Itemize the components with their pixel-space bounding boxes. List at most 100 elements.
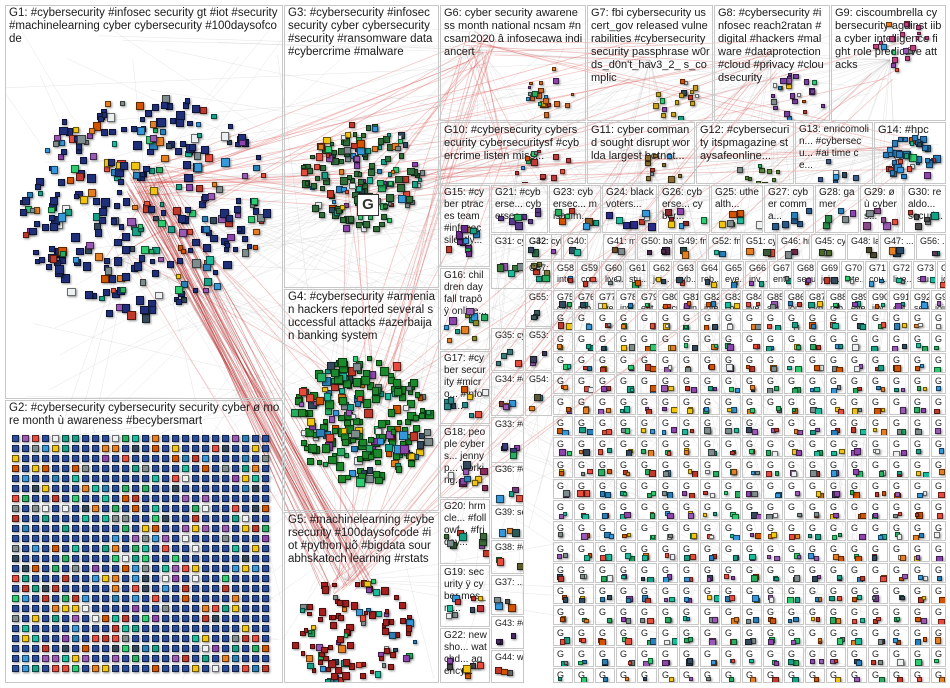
vertex-node[interactable] [514, 214, 522, 222]
group-box-small[interactable]: G [931, 521, 946, 541]
vertex-node[interactable] [92, 515, 99, 522]
vertex-node[interactable] [897, 429, 903, 435]
vertex-node[interactable] [221, 158, 230, 167]
vertex-node[interactable] [412, 181, 419, 188]
vertex-node[interactable] [192, 515, 199, 522]
vertex-node[interactable] [831, 388, 837, 394]
vertex-node[interactable] [102, 495, 109, 502]
vertex-node[interactable] [92, 655, 99, 662]
vertex-node[interactable] [750, 408, 755, 413]
vertex-node[interactable] [82, 595, 89, 602]
group-box-small[interactable]: G [910, 521, 930, 541]
vertex-node[interactable] [262, 585, 269, 592]
group-box-small[interactable]: G [721, 395, 741, 415]
vertex-node[interactable] [222, 565, 229, 572]
vertex-node[interactable] [920, 276, 925, 281]
vertex-node[interactable] [881, 303, 885, 307]
vertex-node[interactable] [161, 102, 168, 109]
group-box-small[interactable]: G [868, 521, 888, 541]
group-box-small[interactable]: G [658, 647, 678, 667]
vertex-node[interactable] [74, 194, 79, 199]
vertex-node[interactable] [554, 101, 560, 107]
vertex-node[interactable] [551, 249, 556, 254]
vertex-node[interactable] [172, 495, 179, 502]
vertex-node[interactable] [212, 585, 219, 592]
group-box-g30[interactable]: G30: realdo... securi... [904, 185, 946, 233]
vertex-node[interactable] [881, 408, 885, 412]
vertex-node[interactable] [377, 169, 381, 173]
vertex-node[interactable] [142, 565, 149, 572]
vertex-node[interactable] [795, 366, 802, 373]
group-box-small[interactable]: G [595, 626, 615, 646]
vertex-node[interactable] [212, 495, 219, 502]
vertex-node[interactable] [916, 343, 921, 348]
vertex-node[interactable] [371, 579, 376, 584]
group-box-small[interactable]: G [679, 416, 699, 436]
vertex-node[interactable] [854, 448, 860, 454]
vertex-node[interactable] [318, 617, 323, 622]
group-box-small[interactable]: G [658, 416, 678, 436]
vertex-node[interactable] [82, 625, 89, 632]
vertex-node[interactable] [451, 403, 457, 409]
vertex-node[interactable] [833, 303, 837, 307]
vertex-node[interactable] [682, 491, 687, 496]
vertex-node[interactable] [812, 576, 818, 582]
vertex-node[interactable] [661, 113, 666, 118]
group-box-small[interactable]: G [658, 353, 678, 373]
vertex-node[interactable] [336, 462, 344, 470]
vertex-node[interactable] [52, 525, 59, 532]
vertex-node[interactable] [326, 434, 335, 443]
vertex-node[interactable] [795, 597, 800, 602]
vertex-node[interactable] [417, 441, 424, 448]
group-box-small[interactable]: G [784, 626, 804, 646]
vertex-node[interactable] [132, 625, 139, 632]
vertex-node[interactable] [172, 455, 179, 462]
group-box-small[interactable]: G [637, 605, 657, 625]
vertex-node[interactable] [871, 660, 876, 665]
group-box-small[interactable]: G [784, 584, 804, 604]
vertex-node[interactable] [704, 407, 710, 413]
vertex-node[interactable] [262, 655, 269, 662]
group-box-small[interactable]: G [700, 626, 720, 646]
vertex-node[interactable] [150, 187, 158, 195]
vertex-node[interactable] [361, 376, 370, 385]
group-box-small[interactable]: G [553, 626, 573, 646]
group-box-small[interactable]: G [763, 668, 783, 683]
vertex-node[interactable] [319, 212, 325, 218]
group-box-small[interactable]: G [679, 500, 699, 520]
vertex-node[interactable] [707, 595, 712, 600]
vertex-node[interactable] [383, 619, 389, 625]
vertex-node[interactable] [357, 456, 363, 462]
group-box-small[interactable]: G78inv... [616, 290, 636, 310]
group-box-small[interactable]: G [679, 584, 699, 604]
vertex-node[interactable] [829, 596, 834, 601]
vertex-node[interactable] [607, 618, 612, 623]
vertex-node[interactable] [52, 665, 59, 672]
vertex-node[interactable] [12, 555, 19, 562]
group-box-small[interactable]: G [784, 605, 804, 625]
vertex-node[interactable] [793, 617, 798, 622]
vertex-node[interactable] [382, 663, 387, 668]
vertex-node[interactable] [808, 302, 814, 308]
vertex-node[interactable] [111, 288, 116, 293]
vertex-node[interactable] [387, 218, 392, 223]
vertex-node[interactable] [897, 534, 902, 539]
vertex-node[interactable] [232, 475, 239, 482]
vertex-node[interactable] [242, 535, 249, 542]
vertex-node[interactable] [557, 554, 562, 559]
vertex-node[interactable] [242, 575, 249, 582]
vertex-node[interactable] [62, 465, 69, 472]
group-box-small[interactable]: G [889, 374, 909, 394]
vertex-node[interactable] [203, 244, 211, 252]
vertex-node[interactable] [363, 399, 371, 407]
group-box-small[interactable]: G [616, 521, 636, 541]
vertex-node[interactable] [332, 200, 337, 205]
vertex-node[interactable] [172, 475, 179, 482]
vertex-node[interactable] [322, 444, 330, 452]
vertex-node[interactable] [178, 215, 186, 223]
vertex-node[interactable] [62, 585, 69, 592]
vertex-node[interactable] [512, 529, 520, 537]
vertex-node[interactable] [424, 438, 432, 446]
vertex-node[interactable] [854, 366, 860, 372]
vertex-node[interactable] [299, 402, 304, 407]
